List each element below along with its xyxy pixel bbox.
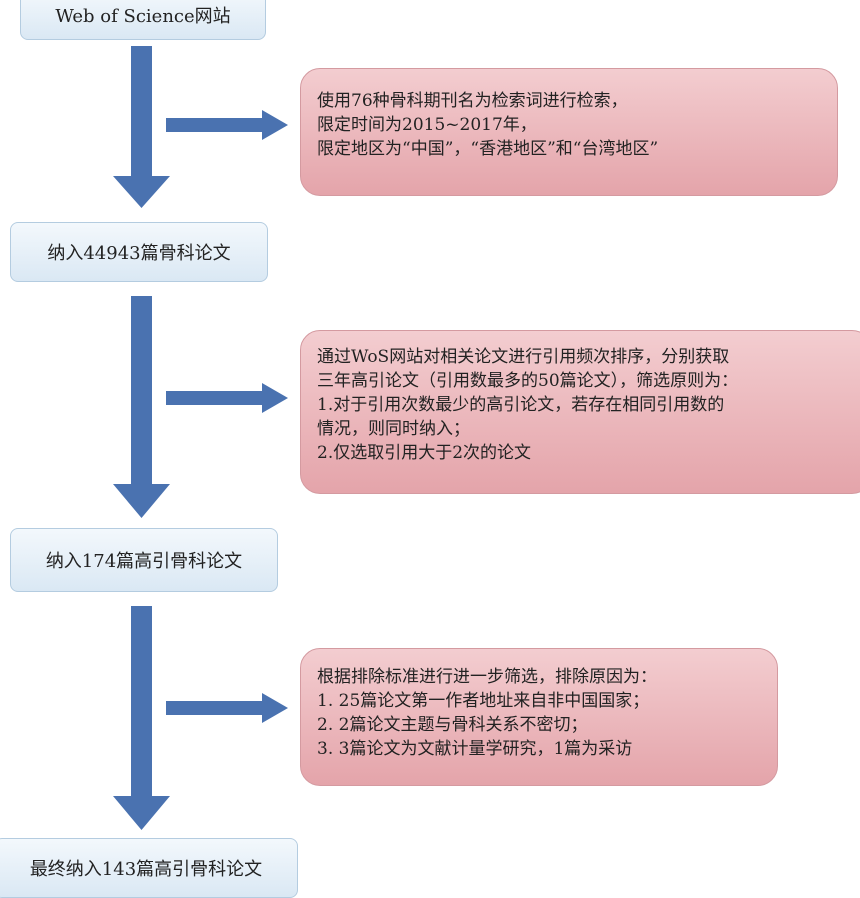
note-line: 限定时间为2015~2017年，: [317, 115, 537, 135]
note-line: 根据排除标准进行进一步筛选，排除原因为：: [317, 667, 657, 687]
note-line: 使用76种骨科期刊名为检索词进行检索，: [317, 91, 628, 111]
note-line: 2.仅选取引用大于2次的论文: [317, 443, 532, 463]
note-citation-ranking: 通过WoS网站对相关论文进行引用频次排序，分别获取 三年高引论文（引用数最多的5…: [300, 330, 860, 494]
step-label: 最终纳入143篇高引骨科论文: [29, 859, 263, 880]
step-final-143: 最终纳入143篇高引骨科论文: [0, 838, 298, 898]
note-line: 3. 3篇论文为文献计量学研究，1篇为采访: [317, 739, 633, 759]
step-label: 纳入174篇高引骨科论文: [45, 551, 243, 572]
down-arrow-2: [113, 296, 170, 518]
right-arrow-2: [166, 383, 288, 413]
step-included-174: 纳入174篇高引骨科论文: [10, 528, 278, 592]
note-line: 1.对于引用次数最少的高引论文，若存在相同引用数的: [317, 395, 725, 415]
down-arrow-1: [113, 46, 170, 208]
note-line: 2. 2篇论文主题与骨科关系不密切；: [317, 715, 588, 735]
right-arrow-1: [166, 110, 288, 140]
step-included-44943: 纳入44943篇骨科论文: [10, 222, 268, 282]
step-label: Web of Science网站: [55, 6, 231, 27]
step-web-of-science: Web of Science网站: [20, 0, 266, 40]
note-line: 限定地区为“中国”，“香港地区”和“台湾地区”: [317, 139, 659, 159]
note-line: 1. 25篇论文第一作者地址来自非中国国家；: [317, 691, 650, 711]
note-line: 通过WoS网站对相关论文进行引用频次排序，分别获取: [317, 347, 730, 367]
step-label: 纳入44943篇骨科论文: [47, 243, 231, 264]
note-exclusion-reasons: 根据排除标准进行进一步筛选，排除原因为： 1. 25篇论文第一作者地址来自非中国…: [300, 648, 778, 786]
note-line: 情况，则同时纳入；: [317, 419, 470, 439]
right-arrow-3: [166, 693, 288, 723]
note-line: 三年高引论文（引用数最多的50篇论文），筛选原则为：: [317, 371, 739, 391]
down-arrow-3: [113, 606, 170, 830]
note-search-criteria: 使用76种骨科期刊名为检索词进行检索， 限定时间为2015~2017年， 限定地…: [300, 68, 838, 196]
